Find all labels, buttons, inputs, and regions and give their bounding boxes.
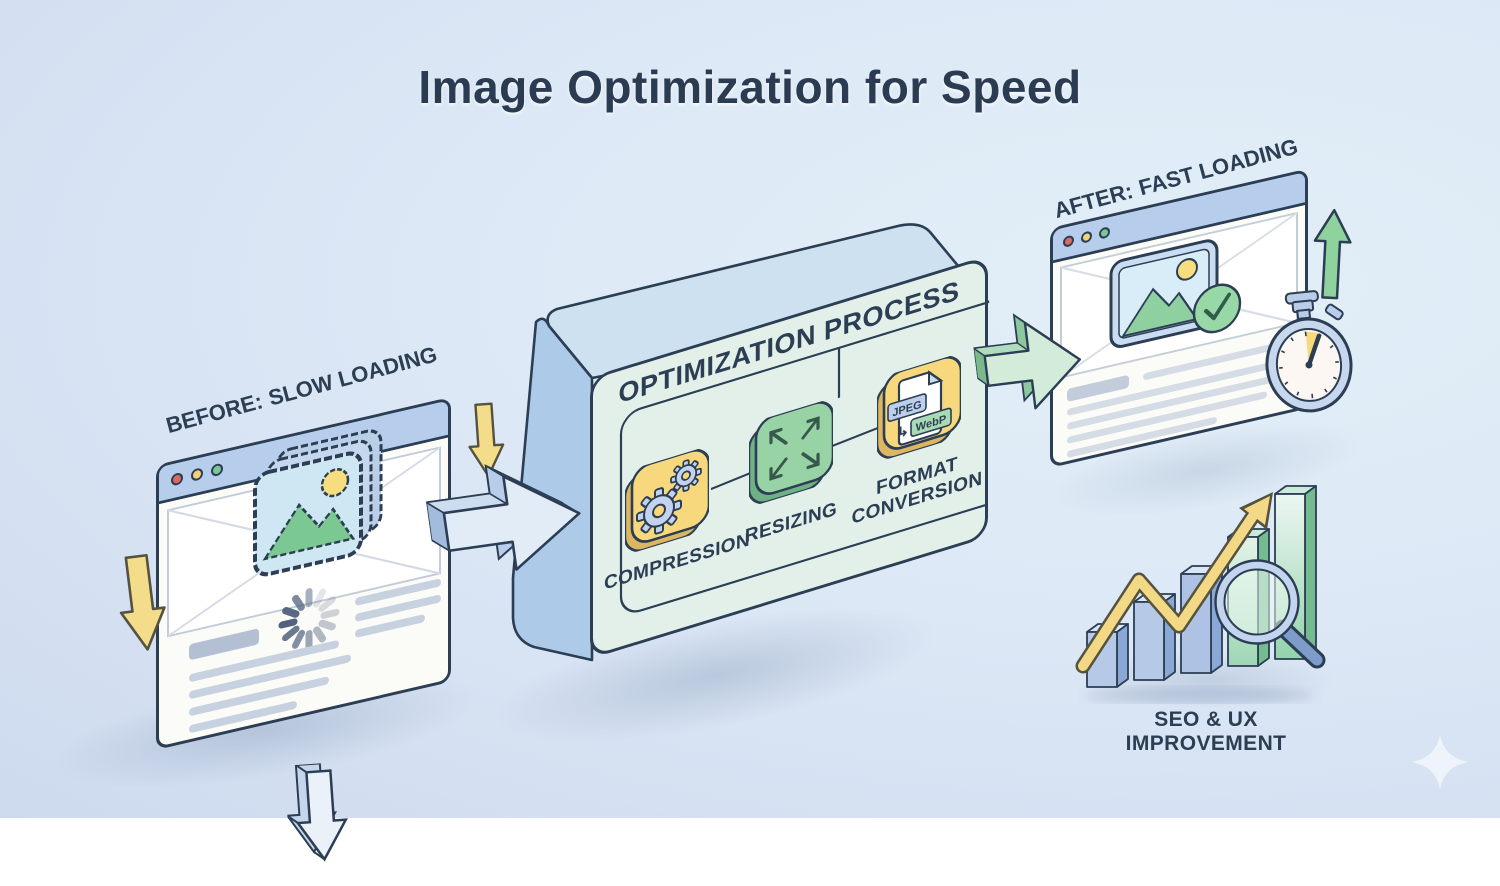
before-browser-window <box>156 397 451 750</box>
page-title: Image Optimization for Speed <box>0 60 1500 114</box>
maximize-dot-icon <box>211 463 223 478</box>
sparkle-icon <box>1410 732 1470 792</box>
close-dot-icon <box>171 472 183 487</box>
before-label-prefix: BEFORE: <box>163 388 265 438</box>
close-dot-icon <box>1063 234 1074 248</box>
flow-right-arrow-icon <box>420 436 600 612</box>
outcome-caption: SEO & UX IMPROVEMENT <box>1075 708 1337 756</box>
before-label-text: SLOW LOADING <box>266 342 440 411</box>
minimize-dot-icon <box>1081 230 1092 244</box>
stopwatch-icon <box>1251 283 1365 428</box>
infographic-canvas: Image Optimization for Speed BEFORE:SLOW… <box>0 0 1500 818</box>
maximize-dot-icon <box>1099 226 1110 240</box>
heading-block <box>189 628 259 660</box>
down-arrow-3d-icon <box>284 760 370 885</box>
outcome-section: SEO & UX IMPROVEMENT <box>1075 452 1337 752</box>
flow-right-arrow-green-icon <box>967 281 1101 429</box>
minimize-dot-icon <box>191 467 203 482</box>
growth-bar-chart-icon <box>1075 452 1337 704</box>
